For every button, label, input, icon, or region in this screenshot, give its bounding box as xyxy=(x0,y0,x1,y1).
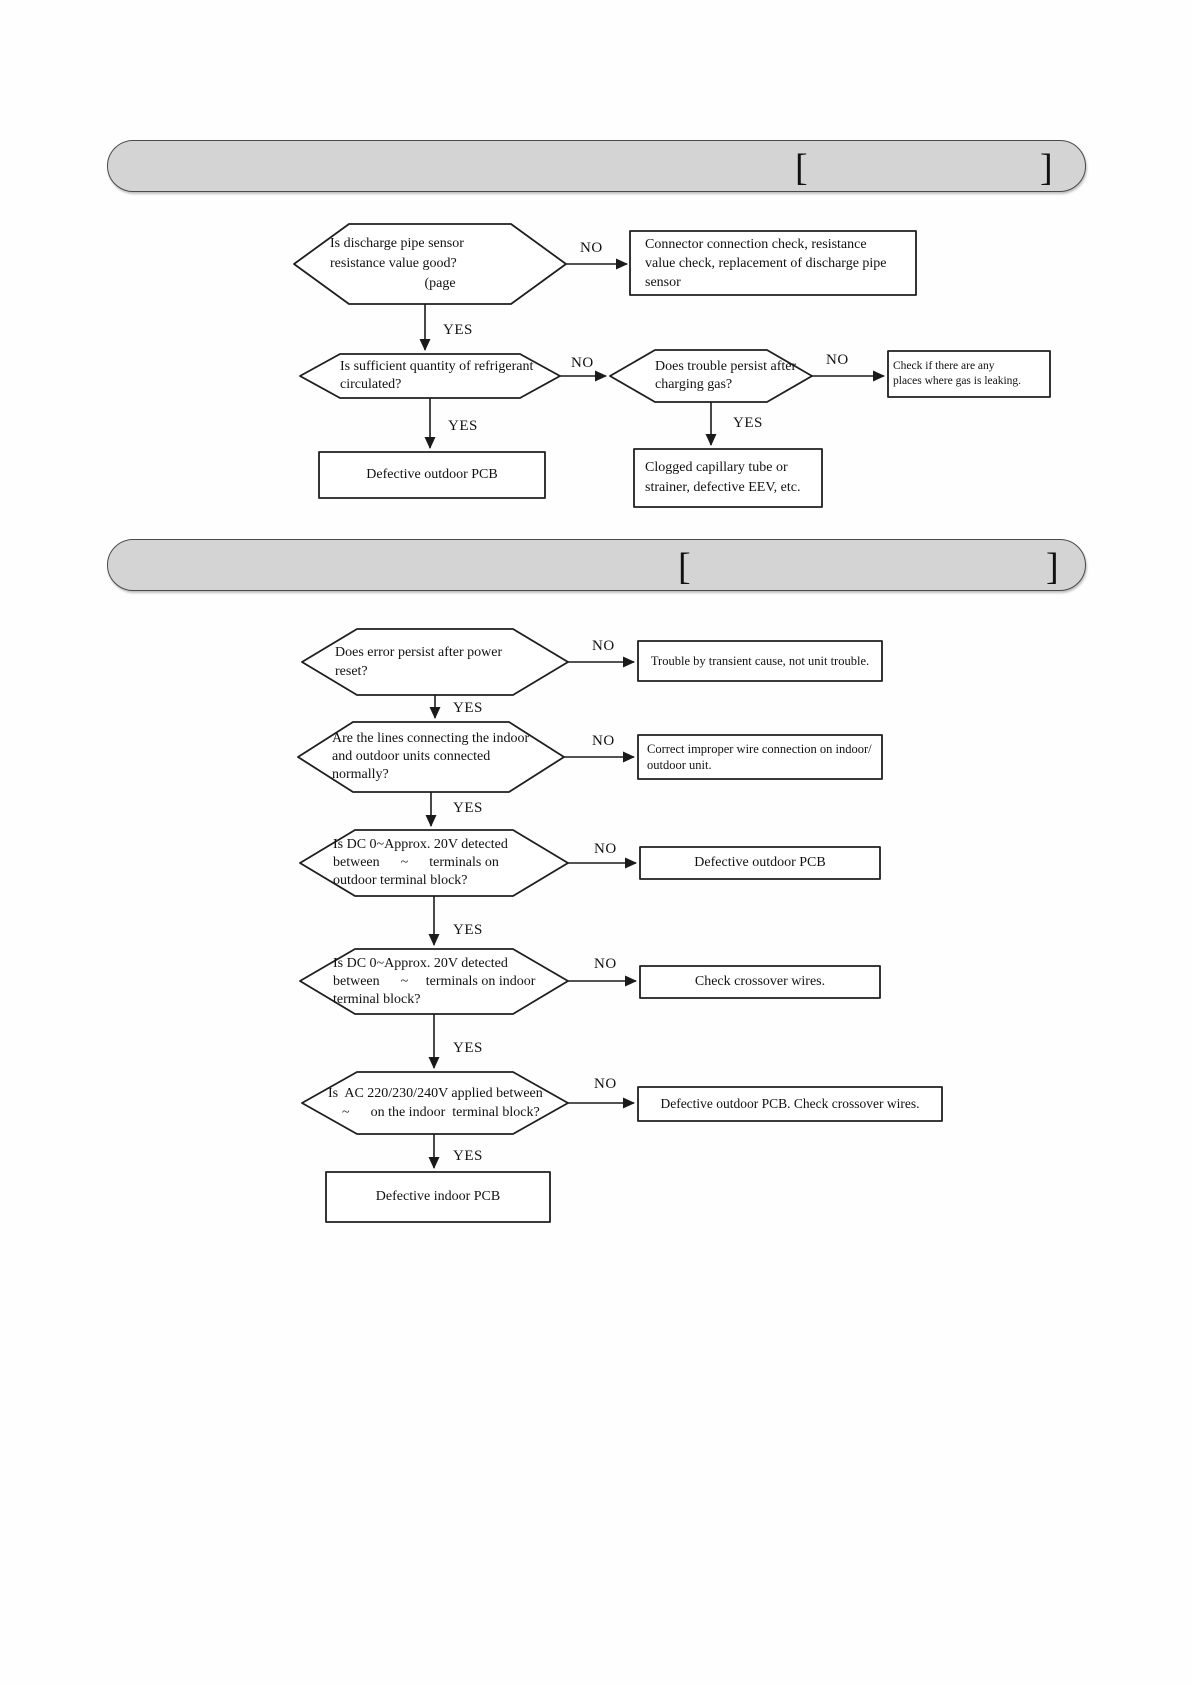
s1-no3-label: NO xyxy=(826,352,849,368)
s1-no1-label: NO xyxy=(580,240,603,256)
s2-yes1-label: YES xyxy=(453,700,483,716)
s1-yes1-label: YES xyxy=(443,322,473,338)
s2-result2-text: Correct improper wire connection on indo… xyxy=(647,742,872,772)
s2-no5-label: NO xyxy=(594,1076,617,1092)
s1-result1-box xyxy=(629,230,917,296)
s2-result2-box xyxy=(637,734,883,780)
section2-left-bracket: [ xyxy=(678,546,691,588)
s1-result1-text: Connector connection check, resistance v… xyxy=(645,237,887,290)
s2-decision2-text: Are the lines connecting the indoor and … xyxy=(332,731,530,782)
s1-no2-label: NO xyxy=(571,355,594,371)
section1-left-bracket: [ xyxy=(795,147,808,189)
s1-yes2-label: YES xyxy=(448,418,478,434)
s2-decision5-text: Is AC 220/230/240V applied between ~ on … xyxy=(328,1086,543,1120)
s1-yes3-label: YES xyxy=(733,415,763,431)
section2-right-bracket: ] xyxy=(1046,546,1059,588)
s2-result5-text: Defective outdoor PCB. Check crossover w… xyxy=(660,1096,920,1111)
s2-result1-box xyxy=(637,640,883,682)
s2-result4-text: Check crossover wires. xyxy=(694,974,826,989)
s2-yes4-label: YES xyxy=(453,1040,483,1056)
s1-decision2-text: Is sufficient quantity of refrigerant ci… xyxy=(340,359,534,392)
s2-result3-box xyxy=(639,846,881,880)
s1-decision3-text: Does trouble persist after charging gas? xyxy=(655,359,797,392)
s2-result1-text: Trouble by transient cause, not unit tro… xyxy=(650,654,870,668)
s2-final-box xyxy=(325,1171,551,1223)
s2-yes2-label: YES xyxy=(453,800,483,816)
section2-header-bar xyxy=(107,539,1086,591)
s2-yes3-label: YES xyxy=(453,922,483,938)
s1-outdoorpcb-box xyxy=(318,451,546,499)
s2-no2-label: NO xyxy=(592,733,615,749)
s2-yes5-label: YES xyxy=(453,1148,483,1164)
s1-outdoorpcb-text: Defective outdoor PCB xyxy=(366,467,498,482)
s2-decision1-text: Does error persist after power reset? xyxy=(335,645,503,679)
s1-clogged-text: Clogged capillary tube or strainer, defe… xyxy=(645,460,801,495)
s1-gasleak-text: Check if there are any places where gas … xyxy=(893,360,1022,387)
s2-final-text: Defective indoor PCB xyxy=(375,1189,501,1204)
s2-no3-label: NO xyxy=(594,841,617,857)
s2-result3-text: Defective outdoor PCB xyxy=(694,855,826,870)
s2-no1-label: NO xyxy=(592,638,615,654)
s2-decision4-text: Is DC 0~Approx. 20V detected between ~ t… xyxy=(333,955,536,1007)
s2-decision3-text: Is DC 0~Approx. 20V detected between ~ t… xyxy=(333,837,508,888)
s2-result4-box xyxy=(639,965,881,999)
s1-gasleak-box xyxy=(887,350,1051,398)
section1-right-bracket: ] xyxy=(1040,147,1053,189)
s1-clogged-box xyxy=(633,448,823,508)
s1-decision1-text: Is discharge pipe sensor resistance valu… xyxy=(330,236,464,291)
section1-header-bar xyxy=(107,140,1086,192)
s2-no4-label: NO xyxy=(594,956,617,972)
s2-result5-box xyxy=(637,1086,943,1122)
